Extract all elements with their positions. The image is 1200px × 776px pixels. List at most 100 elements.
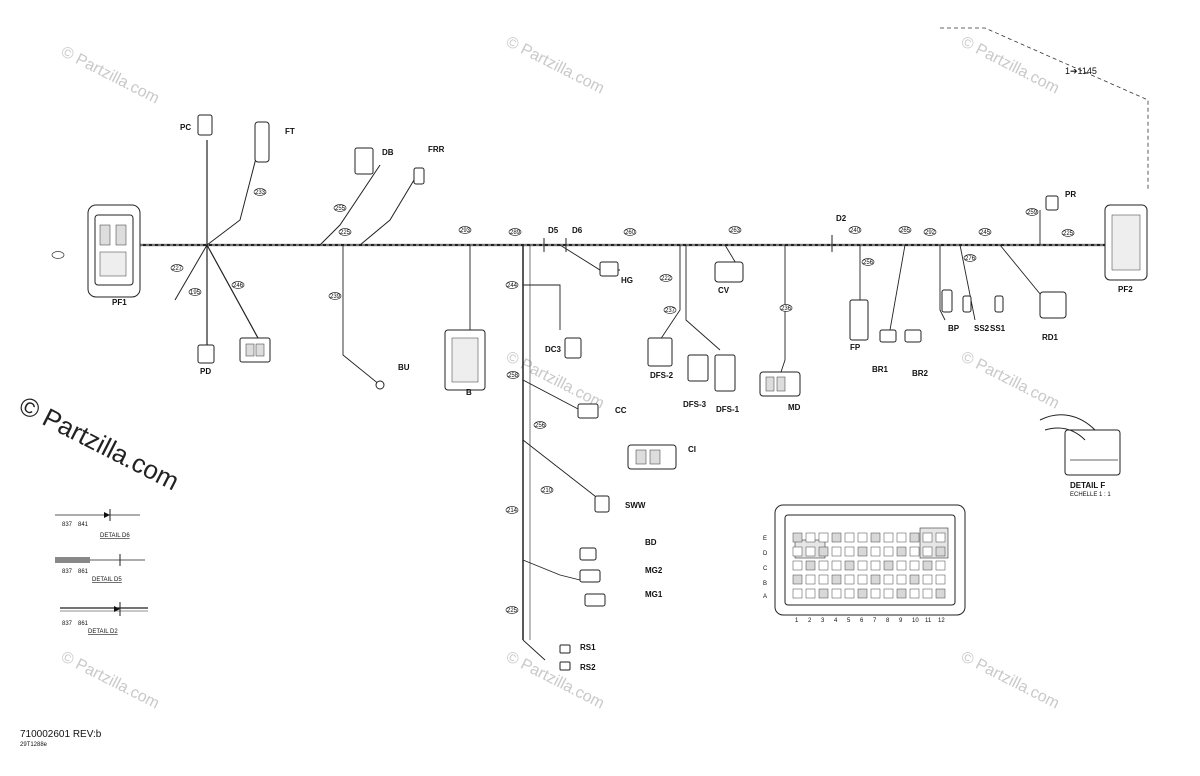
- component-br1: BR1: [872, 329, 897, 374]
- component-label: BR2: [912, 369, 929, 378]
- fuse-slot: [831, 574, 842, 585]
- component-pd: PD: [197, 344, 215, 376]
- detail-code: 837: [62, 621, 73, 627]
- bubble-code: 265: [900, 228, 911, 234]
- fuse-column-label: 12: [938, 618, 945, 624]
- fuse-slot: [883, 560, 894, 571]
- bubble-code: 222: [661, 276, 672, 282]
- component-label: SWW: [625, 501, 646, 510]
- bubble-code: 256: [535, 423, 546, 429]
- component-bp: BP: [941, 289, 960, 333]
- bubble-code: 225: [507, 608, 518, 614]
- fuse-slot: [844, 588, 855, 599]
- component-label: CI: [688, 445, 696, 454]
- document-sub-number: 29T1288e: [20, 742, 48, 748]
- fuse-slot: [922, 574, 933, 585]
- bubble: 245: [978, 228, 992, 236]
- detail-d6: 837 841 DETAIL D6: [55, 509, 140, 539]
- bubble-code: 245: [980, 230, 991, 236]
- component-dfs1: DFS-1: [714, 354, 740, 414]
- fuse-column-label: 11: [925, 618, 932, 624]
- component-pf1: PF1: [51, 204, 141, 307]
- component-label: SS2: [974, 324, 990, 333]
- fuse-column-label: 10: [912, 618, 919, 624]
- bubble-code: 227: [172, 266, 183, 272]
- fuse-column-label: 3: [821, 618, 825, 624]
- fuse-slot: [844, 532, 855, 543]
- component-label: BR1: [872, 365, 889, 374]
- detail-title: DETAIL D5: [92, 577, 122, 583]
- bubble-code: 260: [625, 230, 636, 236]
- component-label: FP: [850, 343, 861, 352]
- bubble: 227: [170, 264, 184, 272]
- fuse-row-label: B: [763, 581, 767, 587]
- component-label: PD: [200, 367, 211, 376]
- component-dfs3: DFS-3: [683, 354, 709, 409]
- fuse-slot: [805, 560, 816, 571]
- fuse-slot: [935, 546, 946, 557]
- fuse-slot: [792, 574, 803, 585]
- bubble: 259: [1025, 208, 1039, 216]
- watermark-text: © Partzilla.com: [503, 33, 607, 97]
- fuse-slot: [870, 574, 881, 585]
- bubble-code: 239: [330, 294, 341, 300]
- detail-code: 837: [62, 569, 73, 575]
- fuse-slot: [870, 588, 881, 599]
- bubble: 258: [506, 371, 520, 379]
- reference-corner: 1➔1145: [940, 27, 1149, 190]
- bubble: 210: [540, 486, 554, 494]
- bubble: 237: [663, 306, 677, 314]
- detail-code: 837: [62, 522, 73, 528]
- bubble-code: 276: [965, 256, 976, 262]
- detail-f: DETAIL F ECHELLE 1 : 1: [1039, 414, 1121, 498]
- fuse-slot: [935, 574, 946, 585]
- fuse-slot: [792, 588, 803, 599]
- fuse-column-label: 8: [886, 618, 890, 624]
- fuse-slot: [818, 532, 829, 543]
- component-label: DB: [382, 148, 394, 157]
- component-label: RD1: [1042, 333, 1059, 342]
- wire-bubbles: 227 233 195 246 255 225 239 293 289 260 …: [170, 188, 1075, 614]
- bubble-code: 293: [460, 228, 471, 234]
- bubble: 292: [923, 228, 937, 236]
- fuse-column-label: 4: [834, 618, 838, 624]
- bubble-code: 255: [335, 206, 346, 212]
- component-label: CV: [718, 286, 730, 295]
- component-label: DFS-3: [683, 400, 707, 409]
- bubble-code: 263: [730, 228, 741, 234]
- bubble-code: 233: [255, 190, 266, 196]
- watermark-text: © Partzilla.com: [958, 648, 1062, 712]
- fuse-slot: [870, 532, 881, 543]
- component-label: BD: [645, 538, 657, 547]
- fuse-slot: [909, 532, 920, 543]
- fuse-slot: [896, 532, 907, 543]
- fuse-slot: [818, 546, 829, 557]
- fuse-row-label: D: [763, 551, 768, 557]
- watermark-text: © Partzilla.com: [58, 648, 162, 712]
- bubble: 233: [253, 188, 267, 196]
- component-label: DFS-1: [716, 405, 740, 414]
- detail-code: 861: [78, 569, 89, 575]
- component-dfs2: DFS-2: [647, 337, 674, 380]
- component-block-remote: [239, 337, 271, 363]
- fuse-slot: [831, 546, 842, 557]
- component-label: D6: [572, 226, 583, 235]
- component-d5: D5: [543, 226, 559, 252]
- bubble-code: 237: [665, 308, 676, 314]
- bubble: 225: [505, 606, 519, 614]
- fuse-slot: [935, 560, 946, 571]
- component-bu: BU: [375, 363, 410, 390]
- bubble-code: 292: [925, 230, 936, 236]
- fuse-slot: [844, 560, 855, 571]
- component-dc3: DC3: [545, 337, 582, 359]
- fuse-slot: [818, 560, 829, 571]
- component-mg2: MG2: [579, 566, 663, 583]
- fuse-slot: [805, 546, 816, 557]
- fuse-slot: [896, 546, 907, 557]
- component-label: PF1: [112, 298, 127, 307]
- fuse-column-label: 1: [795, 618, 799, 624]
- bubble: 240: [848, 226, 862, 234]
- component-pc: PC: [180, 114, 213, 136]
- bubble: 239: [328, 292, 342, 300]
- bubble: 225: [338, 228, 352, 236]
